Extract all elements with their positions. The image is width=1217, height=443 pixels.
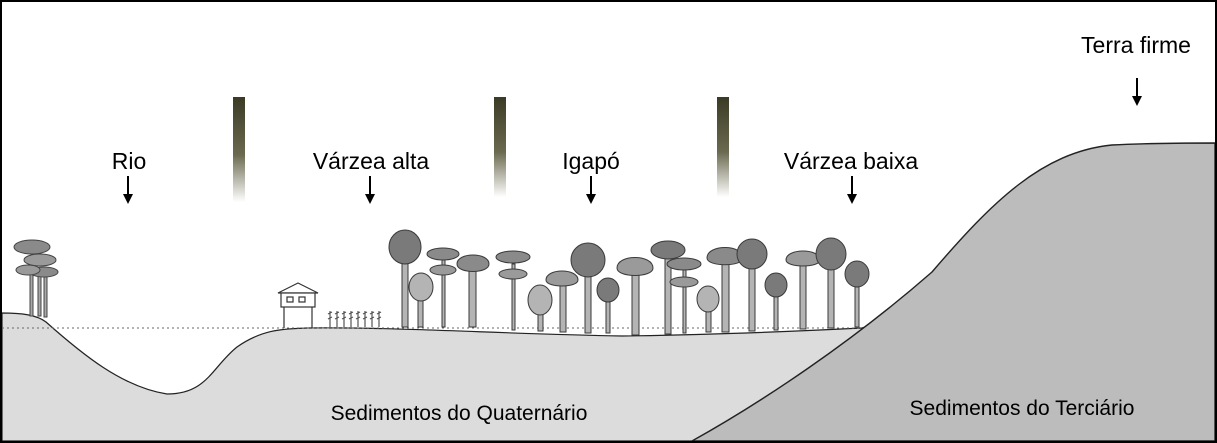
- tree: [815, 237, 847, 329]
- tree: [785, 250, 821, 330]
- forest: [388, 229, 870, 336]
- label-terra-firme: Terra firme: [1081, 32, 1191, 58]
- palm-tree: [495, 250, 531, 331]
- label-sedimentos-terciario: Sedimentos do Terciário: [910, 397, 1135, 420]
- quaternary-sediments: [2, 311, 903, 441]
- palm-tree: [426, 247, 460, 328]
- tree: [650, 240, 686, 335]
- tree: [456, 254, 490, 328]
- tree: [844, 260, 870, 328]
- tree: [696, 285, 720, 333]
- tree: [545, 270, 579, 333]
- arrow-down-icon: [847, 176, 857, 204]
- tree: [408, 272, 434, 328]
- label-rio: Rio: [112, 148, 147, 174]
- water-level-marker: [717, 97, 729, 197]
- palm-tree: [666, 257, 702, 334]
- tree: [388, 229, 422, 328]
- arrow-down-icon: [123, 176, 133, 204]
- pointer-arrows: [123, 78, 1142, 204]
- tree: [527, 284, 553, 332]
- label-varzea-alta: Várzea alta: [313, 148, 430, 174]
- tree: [736, 238, 768, 332]
- tertiary-sediments: [690, 142, 1215, 441]
- water-level-marker: [494, 97, 506, 197]
- tree: [764, 272, 788, 331]
- stilt-house: [277, 282, 319, 328]
- water-level-marker: [233, 97, 245, 202]
- tree: [616, 257, 654, 336]
- label-varzea-baixa: Várzea baixa: [784, 148, 918, 174]
- label-sedimentos-quaternario: Sedimentos do Quaternário: [331, 402, 588, 425]
- arrow-down-icon: [586, 176, 596, 204]
- tree: [596, 277, 620, 334]
- label-igapo: Igapó: [562, 148, 620, 174]
- arrow-down-icon: [1132, 78, 1142, 106]
- crop-row: [327, 311, 382, 327]
- tree: [570, 242, 606, 334]
- palm-tree: [13, 239, 59, 318]
- arrow-down-icon: [365, 176, 375, 204]
